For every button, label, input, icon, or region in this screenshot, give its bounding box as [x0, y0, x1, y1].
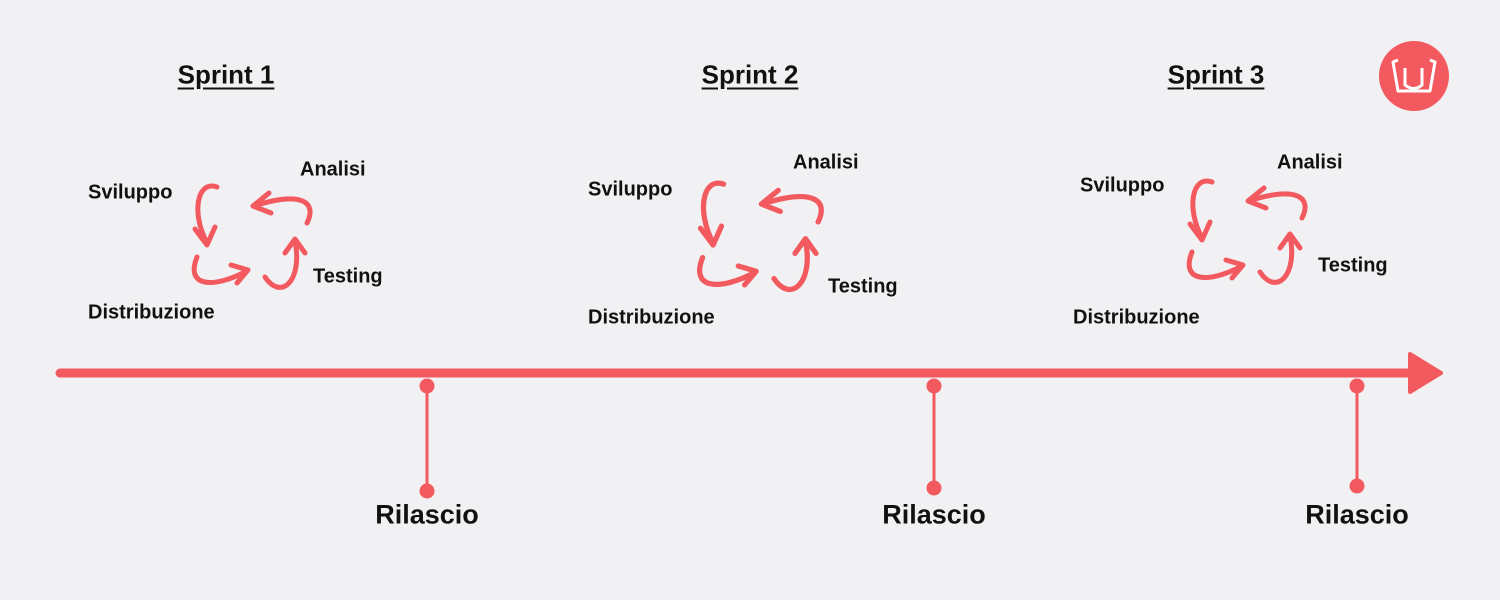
sprint-2-phase-testing: Testing — [828, 275, 898, 298]
sprint-3-release-label: Rilascio — [1305, 499, 1409, 530]
sprint-1-phase-testing: Testing — [313, 265, 383, 288]
release-marker-3 — [1349, 378, 1365, 494]
sprint-2-phase-deployment: Distribuzione — [588, 306, 715, 329]
sprint-1-phase-development: Sviluppo — [88, 181, 173, 204]
sprint-1-release-label: Rilascio — [375, 499, 479, 530]
sprint-3-cycle-arrows — [1189, 181, 1305, 282]
w-logo-icon — [1379, 41, 1449, 111]
sprint-2-phase-analysis: Analisi — [793, 151, 859, 174]
sprint-3-phase-development: Sviluppo — [1080, 174, 1165, 197]
release-marker-2 — [926, 378, 942, 496]
sprint-2-phase-development: Sviluppo — [588, 178, 673, 201]
sprint-1-title: Sprint 1 — [177, 59, 275, 90]
sprint-3-phase-testing: Testing — [1318, 254, 1388, 277]
sprint-2-cycle-arrows — [700, 183, 822, 289]
sprint-2-release-label: Rilascio — [882, 499, 986, 530]
timeline-axis — [55, 352, 1443, 394]
sprint-3-phase-deployment: Distribuzione — [1073, 306, 1200, 329]
sprint-1-cycle-arrows — [194, 186, 310, 287]
sprint-3-title: Sprint 3 — [1167, 59, 1265, 90]
release-marker-1 — [419, 378, 435, 499]
sprint-3-phase-analysis: Analisi — [1277, 151, 1343, 174]
sprint-1-phase-deployment: Distribuzione — [88, 301, 215, 324]
sprint-1-phase-analysis: Analisi — [300, 158, 366, 181]
sprint-2-title: Sprint 2 — [701, 59, 799, 90]
